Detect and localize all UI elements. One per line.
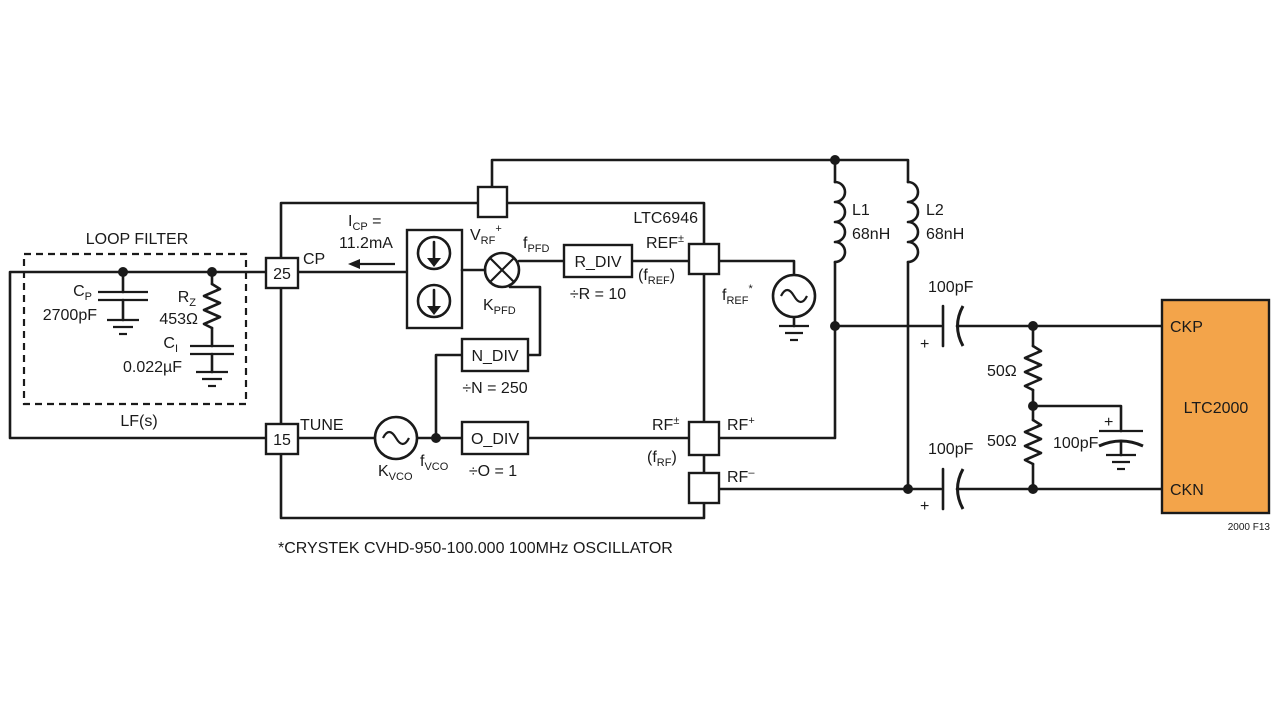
pin-15-box [264,422,300,456]
icp-value: 11.2mA [339,235,393,252]
fvco-label: fVCO [420,453,449,473]
reference-oscillator [771,273,817,342]
loop-filter-title: LOOP FILTER [86,231,189,248]
capacitor-cp-label: CP [73,283,92,303]
capacitor-ci-label: CI [163,335,178,355]
ltc2000-pin-ckn: CKN [1170,482,1204,499]
inductor-l2-value: 68nH [926,226,964,243]
resistor-bottom-value: 50Ω [987,433,1017,450]
ltc2000-pin-ckp: CKP [1170,319,1203,336]
capacitor-cp-value: 2700pF [43,307,97,324]
junction-dots [118,155,1038,494]
vco-symbol [373,415,419,461]
capacitor-bypass-symbol [1098,429,1144,471]
pfd-mixer-symbol [483,251,521,289]
rf-minus-label: RF– [727,467,755,486]
r-div-ratio: ÷R = 10 [570,286,626,303]
o-div-box [460,420,530,456]
capacitor-bottom-value: 100pF [928,441,974,458]
inductor-l1-name: L1 [852,202,870,219]
ref-source-label: fREF* [722,283,753,307]
wires [8,158,1164,520]
ltc2000-box [1160,298,1271,515]
resistor-rz-value: 453Ω [159,311,198,328]
ltc2000-name: LTC2000 [1184,400,1249,417]
ref-pin-label: REF± [646,233,684,252]
n-div-box [460,337,530,373]
capacitor-cp-symbol [98,290,148,336]
pin-25-number: 25 [273,266,291,283]
resistor-rz-label: RZ [178,289,197,309]
capacitor-bottom-symbol [941,467,965,511]
inductor-l2-symbol [906,180,920,264]
inductor-l1-value: 68nH [852,226,890,243]
footnote: *CRYSTEK CVHD-950-100.000 100MHz OSCILLA… [278,540,673,557]
rf-minus-pin-box [687,471,721,505]
inductor-l2-name: L2 [926,202,944,219]
capacitor-ci-symbol [190,344,234,388]
rf-pin-label: RF± [652,415,679,434]
kvco-label: KVCO [378,463,413,483]
frf-paren-label: (fRF) [647,449,677,469]
loop-filter-transfer-label: LF(s) [120,413,157,430]
plus-sign-bottom: + [920,498,929,515]
n-div-label: N_DIV [471,348,518,365]
cp-label: CP [303,251,325,268]
tune-label: TUNE [300,417,344,434]
ref-pin-box [687,242,721,276]
resistor-bottom-symbol [1023,418,1043,466]
rf-pin-box [687,420,721,457]
r-div-label: R_DIV [574,254,621,271]
o-div-ratio: ÷O = 1 [469,463,517,480]
figure-tag: 2000 F13 [1228,522,1271,533]
chip-name: LTC6946 [633,210,698,227]
vrf-label: VRF+ [470,223,502,247]
capacitor-top-value: 100pF [928,279,974,296]
capacitor-bypass-value: 100pF [1053,435,1099,452]
pin-15-number: 15 [273,432,291,449]
kpfd-label: KPFD [483,297,516,317]
pin-25-box [264,256,300,290]
icp-arrowhead [348,259,360,269]
resistor-top-value: 50Ω [987,363,1017,380]
capacitor-top-symbol [941,304,965,348]
vrf-pin-box [476,185,509,219]
capacitor-bypass-plus: + [1104,414,1113,431]
n-div-ratio: ÷N = 250 [462,380,527,397]
fref-paren-label: (fREF) [638,267,675,287]
loop-filter: LOOP FILTER LF(s) CP 2700pF RZ 453Ω CI 0… [22,231,248,430]
capacitor-ci-value: 0.022µF [123,359,182,376]
icp-label: ICP = [348,213,382,233]
plus-sign-top: + [920,336,929,353]
o-div-label: O_DIV [471,431,519,448]
resistor-rz-symbol [202,282,222,330]
rf-plus-label: RF+ [727,415,755,434]
ltc6946: LTC6946 25 CP 15 TUNE VRF+ ICP = 11.2mA [264,185,755,505]
fpfd-label: fPFD [523,235,550,255]
r-div-box [562,243,634,279]
inductor-l1-symbol [833,180,847,264]
charge-pump [405,228,464,330]
resistor-top-symbol [1023,344,1043,392]
